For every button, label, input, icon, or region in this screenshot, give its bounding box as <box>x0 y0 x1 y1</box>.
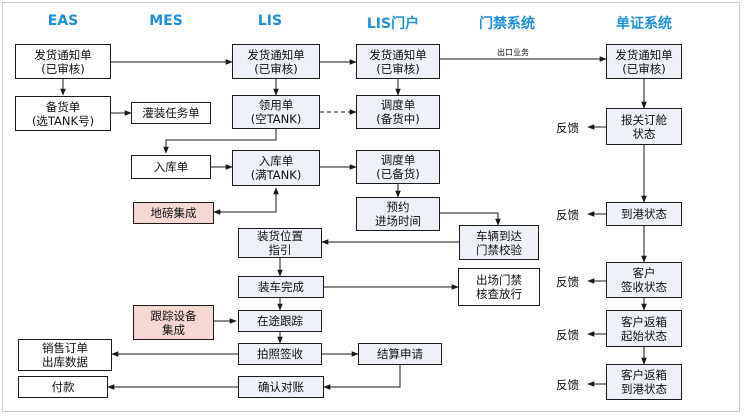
portal-ship-notice-box: 发货通知单 (已审核) <box>356 44 440 79</box>
column-header-eas: EAS <box>47 13 79 29</box>
lis-requisition-box: 领用单 (空TANK) <box>232 95 320 129</box>
doc-ship-notice-box: 发货通知单 (已审核) <box>606 44 682 79</box>
mes-fill-task-box: 灌装任务单 <box>131 102 211 124</box>
feedback-label-return-port: 反馈 <box>556 378 579 392</box>
lis-confirm-box: 确认对账 <box>238 376 324 398</box>
export-business-label: 出口业务 <box>497 48 529 57</box>
eas-payment-box: 付款 <box>18 376 108 398</box>
column-header-mes: MES <box>149 13 183 29</box>
gate-arrival-check-box: 车辆到达 门禁校验 <box>459 225 539 260</box>
feedback-label-customer-sign: 反馈 <box>556 275 579 289</box>
feedback-label-return-start: 反馈 <box>556 328 579 342</box>
arrow-settlement-to-confirm <box>323 365 401 390</box>
portal-dispatch-stocking-box: 调度单 (备货中) <box>356 95 440 129</box>
lis-loading-done-box: 装车完成 <box>238 276 324 298</box>
lis-ship-notice-box: 发货通知单 (已审核) <box>232 44 320 79</box>
doc-customer-sign-box: 客户 签收状态 <box>606 262 682 298</box>
lis-in-transit-box: 在途跟踪 <box>238 310 322 332</box>
lis-photo-sign-box: 拍照签收 <box>238 343 322 365</box>
feedback-label-port: 反馈 <box>556 208 579 222</box>
mes-weighbridge-box: 地磅集成 <box>133 202 214 224</box>
lis-inbound-box: 入库单 (满TANK) <box>232 150 320 186</box>
column-header-lis-portal: LIS门户 <box>366 16 420 32</box>
arrow-appointment-to-gate <box>440 212 501 226</box>
doc-return-port-box: 客户返箱 到港状态 <box>606 364 682 400</box>
column-header-gate-system: 门禁系统 <box>479 16 535 32</box>
eas-stock-order-box: 备货单 (选TANK号) <box>15 96 111 131</box>
doc-booking-status-box: 报关订舱 状态 <box>606 108 682 145</box>
arrow-requisition-to-inbound <box>163 129 277 154</box>
mes-inbound-box: 入库单 <box>131 155 211 179</box>
diagram-frame <box>2 2 740 412</box>
column-header-lis: LIS <box>257 13 283 29</box>
portal-settlement-box: 结算申请 <box>358 343 442 365</box>
lis-loading-location-box: 装货位置 指引 <box>238 228 322 258</box>
doc-port-status-box: 到港状态 <box>606 202 682 226</box>
feedback-label-booking: 反馈 <box>556 121 579 135</box>
portal-appointment-box: 预约 进场时间 <box>356 197 440 231</box>
arrow-inbound-weighbridge <box>213 187 279 215</box>
eas-sales-outbound-box: 销售订单 出库数据 <box>18 339 112 371</box>
mes-tracking-device-box: 跟踪设备 集成 <box>133 305 214 340</box>
doc-return-start-box: 客户返箱 起始状态 <box>606 310 682 347</box>
eas-ship-notice-box: 发货通知单 (已审核) <box>15 44 111 79</box>
column-header-document-system: 单证系统 <box>616 16 672 32</box>
gate-exit-check-box: 出场门禁 核查放行 <box>458 268 540 306</box>
portal-dispatch-ready-box: 调度单 (已备货) <box>356 150 440 184</box>
